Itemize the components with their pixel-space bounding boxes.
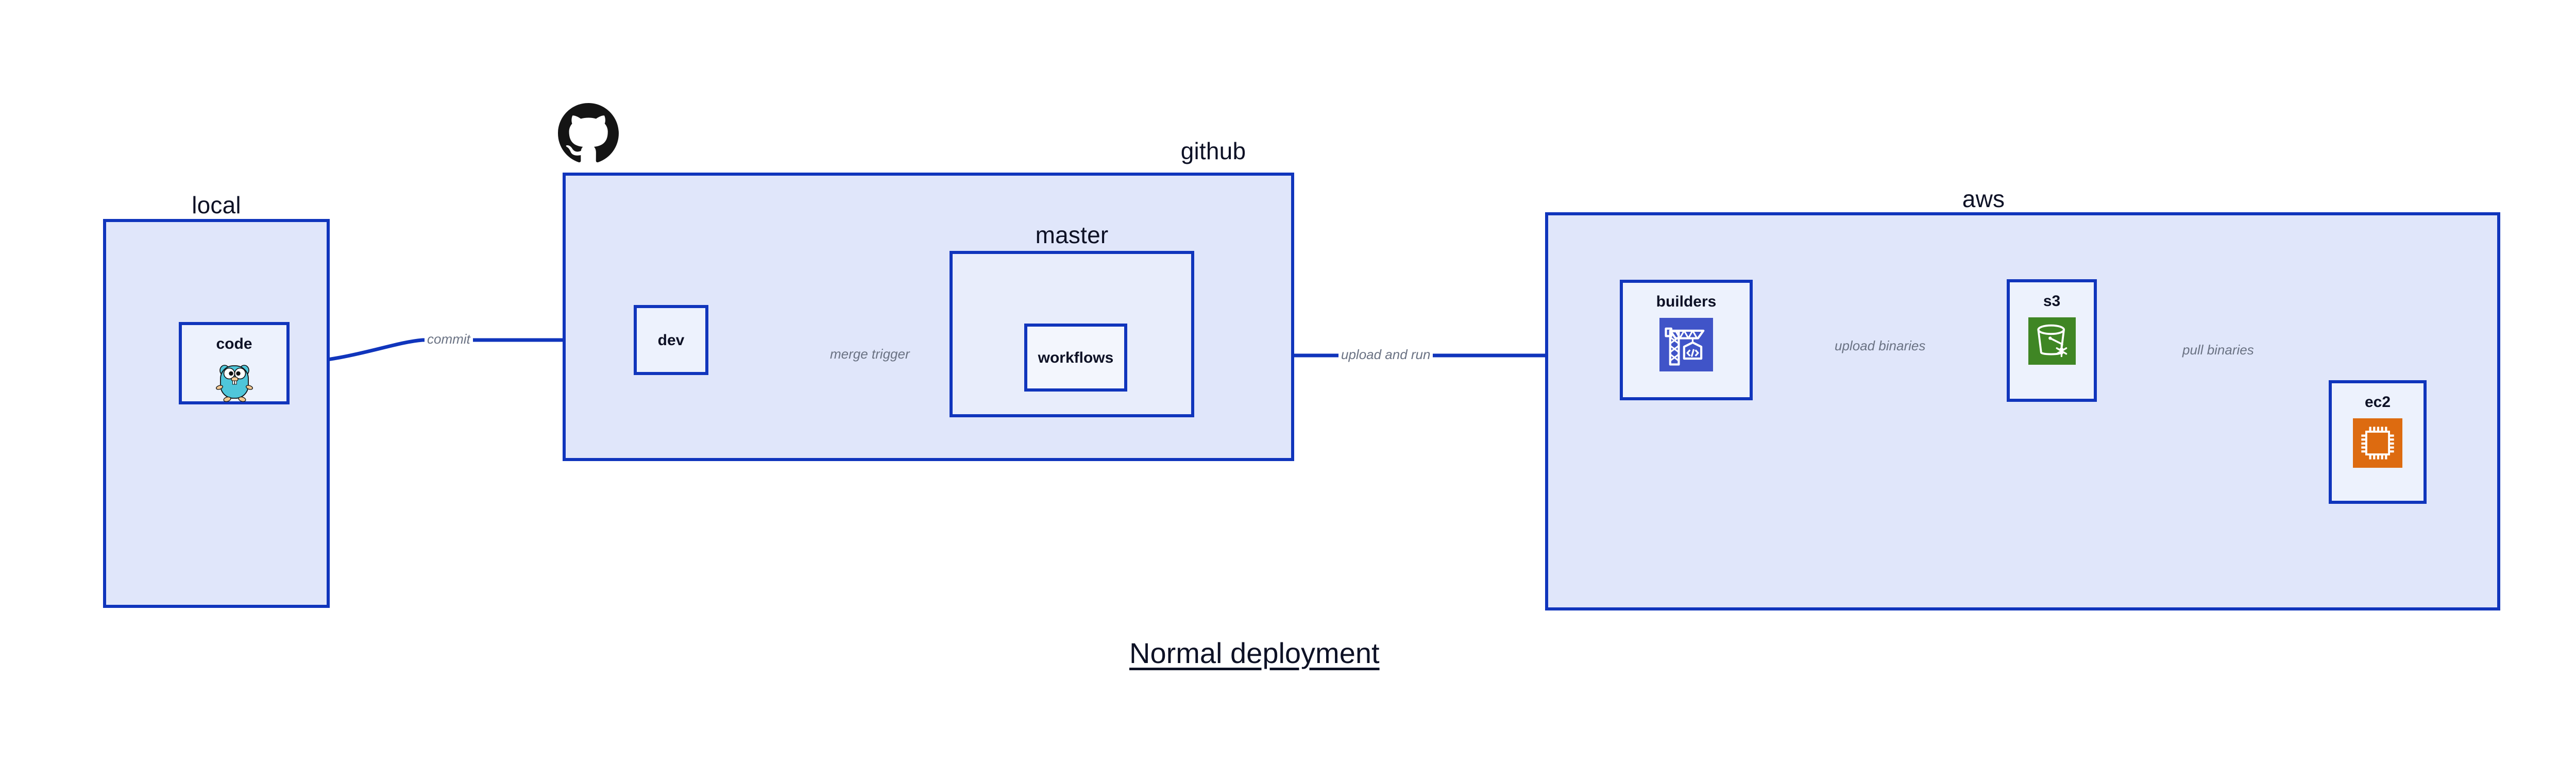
node-label-s3: s3 [2043, 293, 2061, 310]
edge-label-pull-binaries: pull binaries [2182, 342, 2254, 358]
diagram-title: Normal deployment [1129, 637, 1380, 669]
node-label-ec2: ec2 [2364, 394, 2391, 411]
node-label-code: code [216, 335, 252, 352]
group-label-aws: aws [1962, 185, 2005, 212]
edge-label-commit: commit [425, 332, 473, 346]
node-label-dev: dev [657, 332, 685, 349]
group-label-github: github [1180, 138, 1246, 164]
s3-bucket-icon [2028, 317, 2076, 367]
group-label-master: master [1035, 222, 1109, 248]
edge-label-upload-binaries: upload binaries [1835, 338, 1926, 353]
node-dev[interactable]: dev [634, 305, 708, 375]
edge-label-merge-trigger: merge trigger [830, 346, 910, 362]
edge-label-upload-and-run: upload and run [1338, 348, 1433, 361]
node-s3[interactable]: s3 [2007, 279, 2097, 402]
node-label-workflows: workflows [1038, 349, 1114, 366]
crane-code-icon [1659, 318, 1713, 374]
node-workflows[interactable]: workflows [1024, 324, 1127, 392]
cpu-chip-icon [2353, 418, 2402, 470]
node-label-builders: builders [1656, 293, 1717, 310]
github-octocat-icon [558, 103, 619, 166]
node-builders[interactable]: builders [1620, 280, 1753, 400]
go-gopher-icon [214, 360, 255, 407]
node-ec2[interactable]: ec2 [2329, 380, 2427, 504]
group-local [103, 219, 330, 608]
group-label-local: local [192, 192, 241, 218]
node-code[interactable]: code [179, 322, 290, 404]
